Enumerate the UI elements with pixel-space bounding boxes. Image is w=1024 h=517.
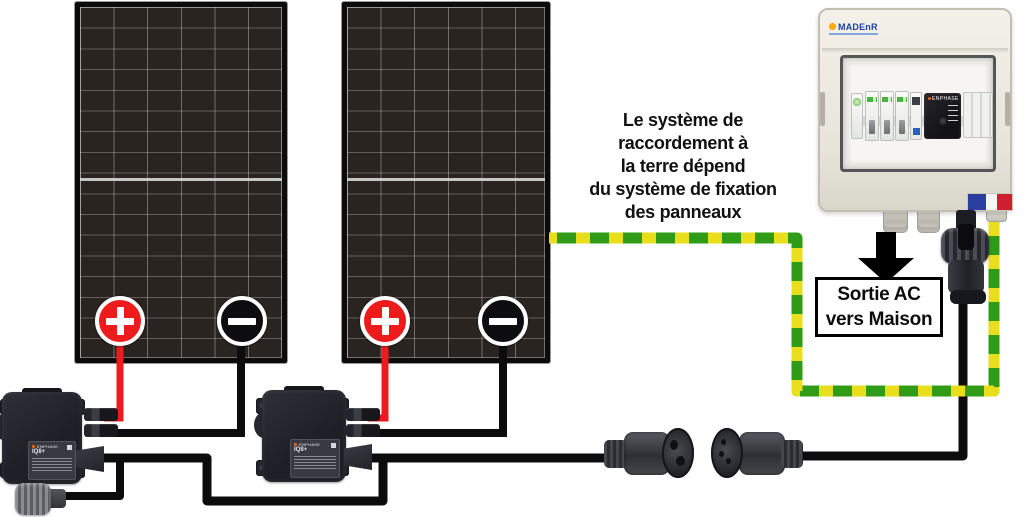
solar-panel-1: [75, 2, 287, 363]
ac-distribution-box: MADEnR ENPHAS: [818, 8, 1012, 212]
qr-code-icon: [66, 444, 73, 451]
panel-midline: [347, 178, 545, 181]
circuit-breaker: [895, 91, 909, 141]
dc-cable-positive-1: [104, 341, 124, 422]
relay-fine-print: [948, 105, 958, 121]
circuit-breaker: [865, 91, 879, 141]
arrow-down-icon: [876, 232, 896, 259]
side-latch: [1005, 92, 1010, 126]
ac-output-connector-ring: [950, 290, 986, 304]
mc4-connector: [84, 424, 118, 437]
inverter-brand-text: ENPHASE: [32, 444, 72, 449]
ground-wire-stripes: [549, 222, 1000, 397]
flag-white-band: [985, 194, 998, 210]
microinverter-label-1: ENPHASE IQ8+: [28, 441, 76, 480]
label-fine-print: [32, 458, 72, 472]
lid-seam: [822, 48, 1008, 53]
relay-button: [938, 116, 947, 125]
grounding-note: Le système de raccordement à la terre dé…: [589, 110, 777, 222]
blank-cover-modules: [963, 92, 993, 138]
ac-output-connector-slot: [958, 224, 974, 250]
label-fine-print: [294, 456, 336, 470]
aux-module: [910, 92, 922, 140]
plus-icon: [116, 307, 124, 335]
mc4-connector: [84, 408, 118, 421]
flag-red-band: [997, 194, 1012, 210]
breaker-toggle: [884, 120, 890, 134]
plus-icon: [381, 307, 389, 335]
circuit-breaker: [880, 91, 894, 141]
module-stripe: [912, 97, 920, 105]
terminator-cap: [15, 483, 51, 515]
dc-cable-negative-2: [374, 341, 507, 437]
dc-cable-positive-2: [368, 341, 389, 422]
positive-terminal-1: [95, 296, 145, 346]
ac-output-cable: [796, 300, 968, 461]
ac-output-connector-barrel: [948, 260, 984, 294]
green-label-dot: [853, 98, 861, 106]
ac-output-label: Sortie AC vers Maison: [815, 277, 943, 337]
french-flag-sticker: [968, 194, 1012, 210]
ac-port-connector: [76, 446, 104, 472]
male-connector-face: [662, 428, 694, 478]
breaker-toggle: [899, 120, 905, 134]
negative-terminal-2: [478, 296, 528, 346]
box-brand-logo: MADEnR: [829, 22, 878, 35]
qr-code-icon: [330, 442, 337, 449]
minus-icon: [228, 317, 256, 325]
breaker-toggle: [869, 120, 875, 134]
terminator-collar: [46, 489, 66, 508]
panel-midline: [80, 178, 282, 181]
ac-port-connector: [344, 444, 372, 470]
microinverter-label-2: ENPHASE IQ8+: [290, 439, 340, 478]
terminator-branch-cable: [60, 460, 124, 500]
box-window: ENPHASE: [840, 55, 996, 172]
relay-brand-text: ENPHASE: [928, 96, 959, 102]
mc4-connector: [346, 408, 380, 421]
female-connector-face: [711, 428, 743, 478]
inverter-model-text: IQ8+: [32, 449, 46, 455]
mc4-connector: [346, 424, 380, 437]
ac-connector-female: [739, 432, 785, 475]
dc-cable-negative-1: [110, 341, 245, 437]
positive-terminal-2: [360, 296, 410, 346]
ac-trunk-cable: [96, 453, 388, 506]
minus-icon: [489, 317, 517, 325]
breaker-label-band: [897, 97, 907, 102]
surge-module: [851, 93, 863, 139]
side-latch: [820, 92, 825, 126]
solar-panel-2: [342, 2, 550, 363]
flag-blue-band: [968, 194, 986, 210]
breaker-label-band: [882, 97, 892, 102]
module-mark: [913, 128, 920, 135]
inverter-model-text: IQ8+: [294, 447, 308, 453]
breaker-label-band: [867, 97, 877, 102]
enphase-relay: ENPHASE: [924, 93, 961, 139]
inverter-brand-text: ENPHASE: [294, 442, 336, 447]
female-connector-gland: [781, 440, 803, 468]
negative-terminal-1: [217, 296, 267, 346]
